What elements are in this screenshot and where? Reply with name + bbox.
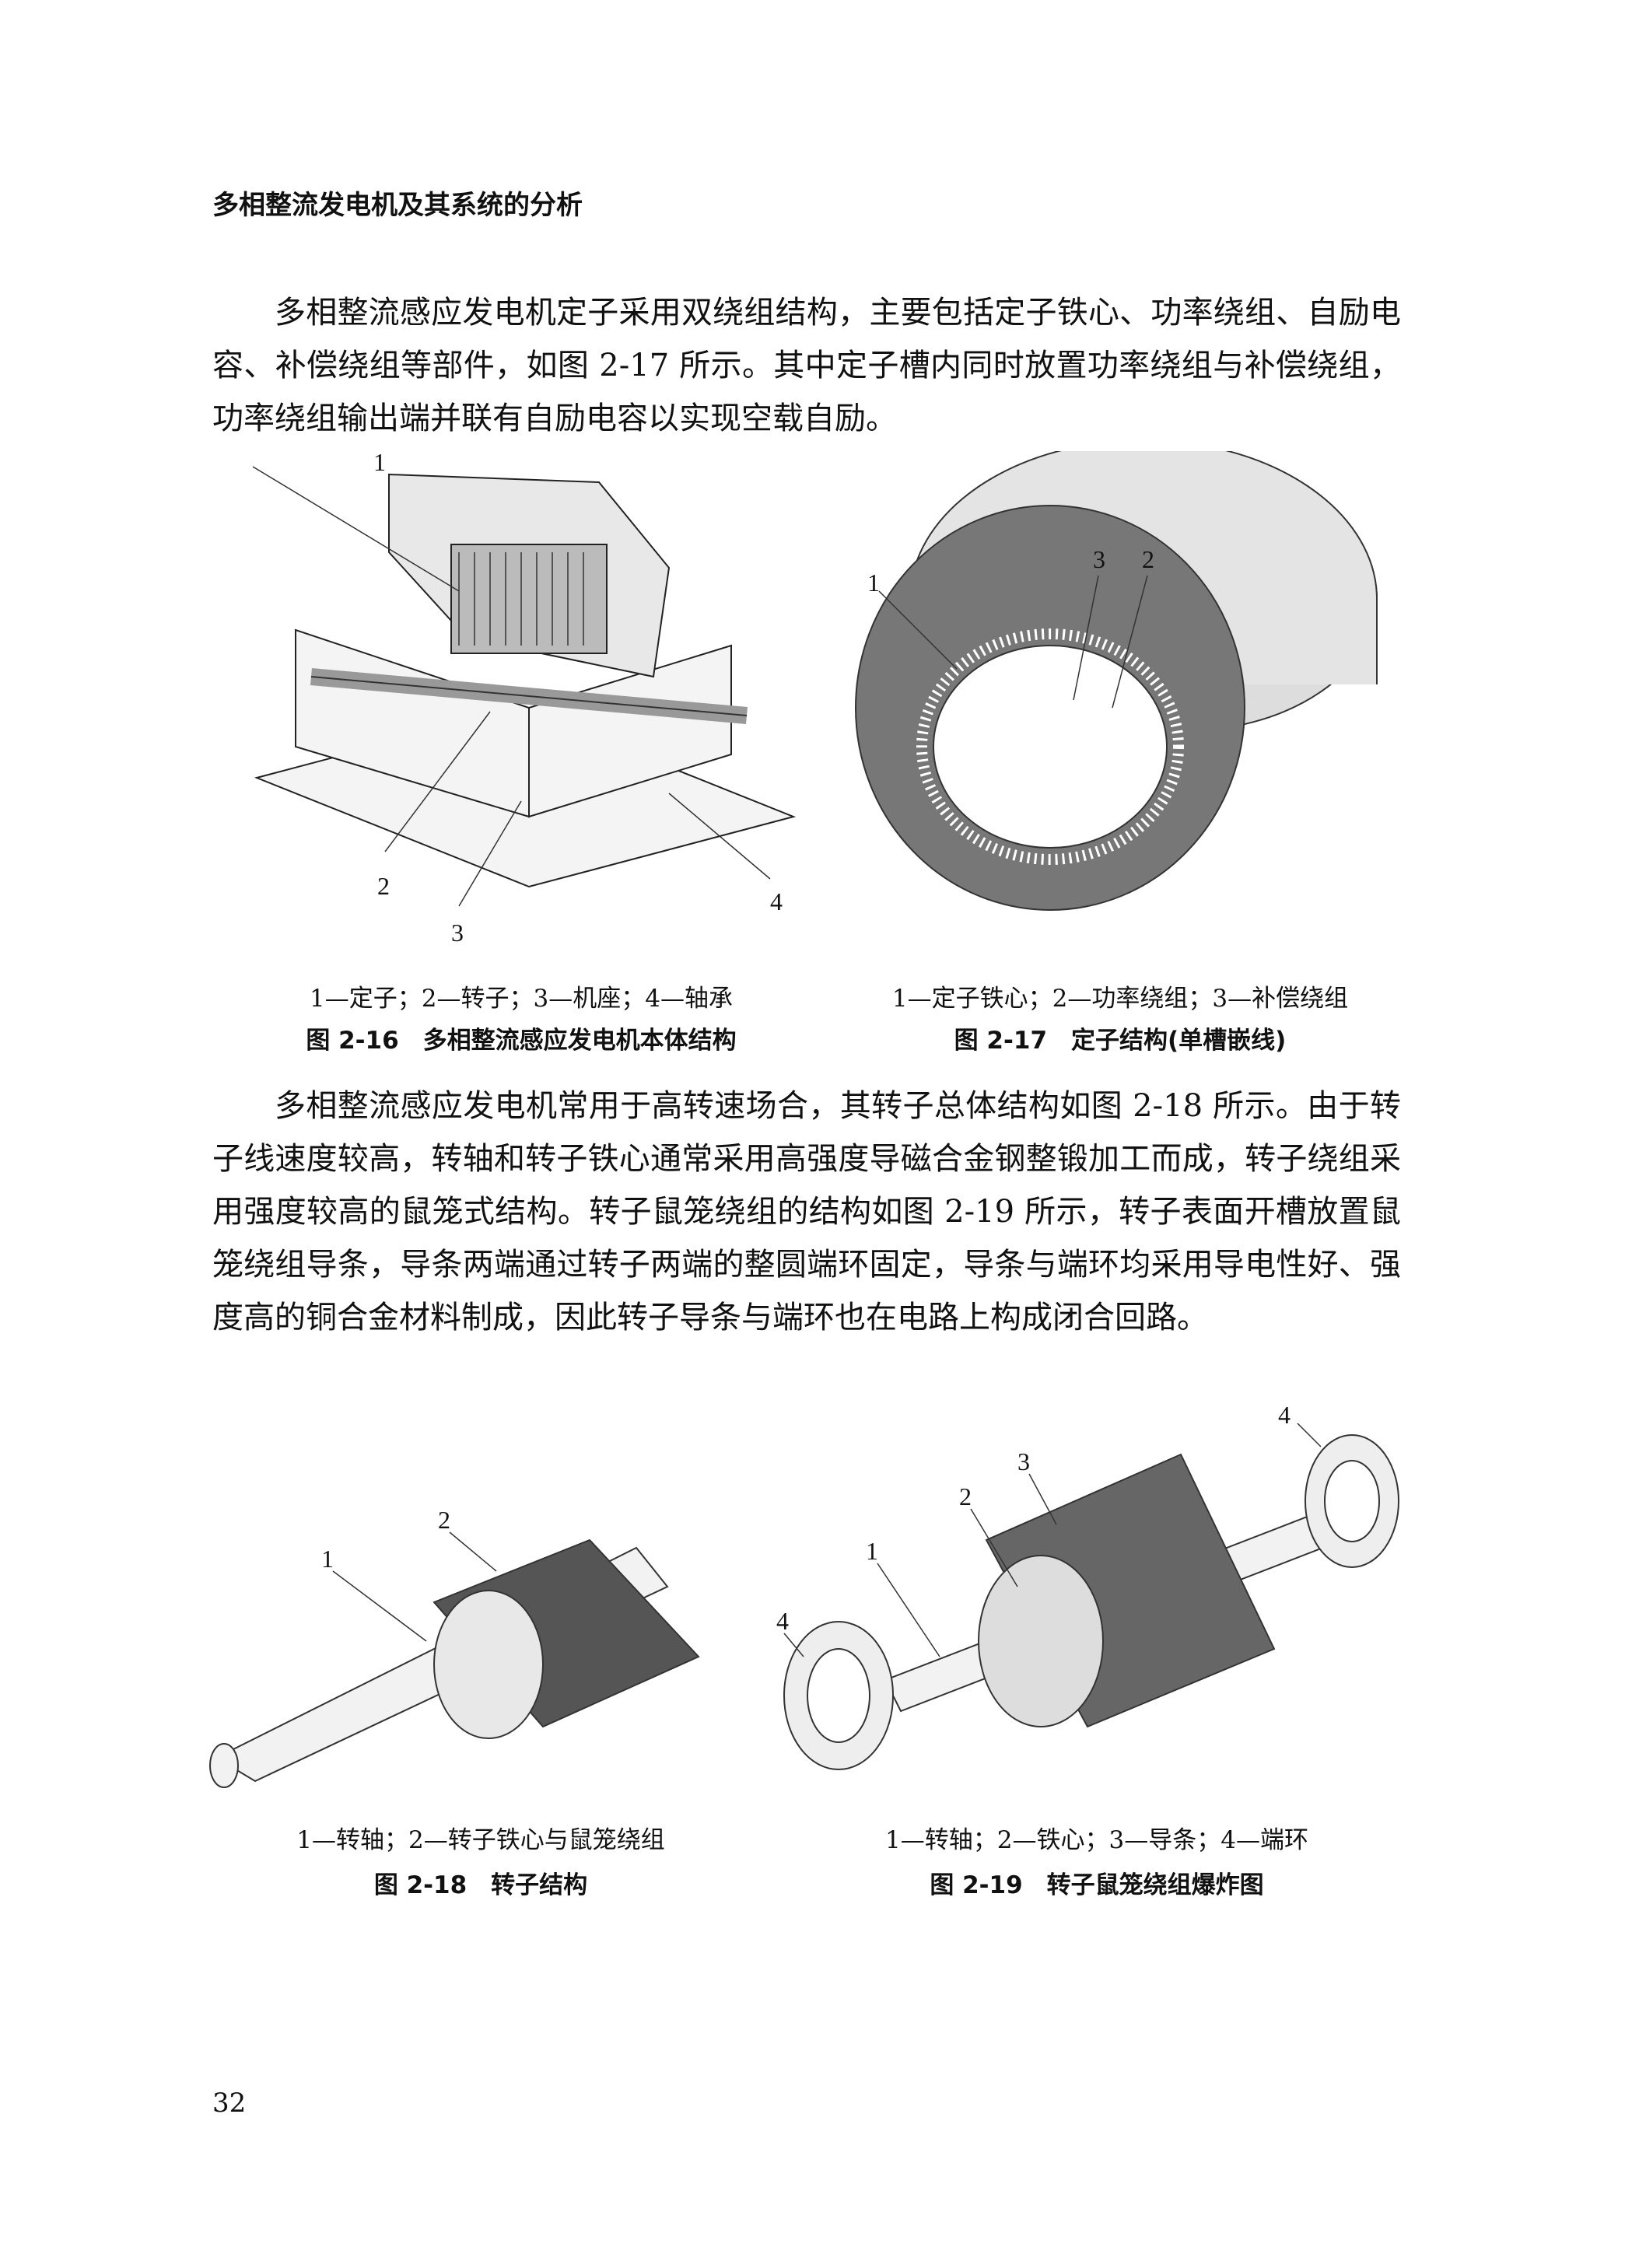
label-4: 4 [770,887,783,915]
figure-2-16-legend: 1—定子；2—转子；3—机座；4—轴承 [310,985,733,1013]
figure-2-17-title: 图 2-17 定子结构(单槽嵌线) [954,1027,1287,1055]
paragraph-text: 多相整流感应发电机定子采用双绕组结构，主要包括定子铁心、功率绕组、自励电容、补偿… [212,295,1401,436]
label-2: 2 [1142,545,1154,573]
paragraph-2: 多相整流感应发电机常用于高转速场合，其转子总体结构如图 2-18 所示。由于转子… [212,1080,1401,1344]
label-1: 1 [373,451,386,476]
label-4-right: 4 [1278,1401,1291,1429]
paragraph-1: 多相整流感应发电机定子采用双绕组结构，主要包括定子铁心、功率绕组、自励电容、补偿… [212,286,1401,445]
label-3: 3 [1017,1447,1030,1475]
label-2: 2 [438,1506,450,1534]
label-3: 3 [451,919,464,947]
label-2: 2 [377,872,390,900]
figure-2-19-legend: 1—转轴；2—铁心；3—导条；4—端环 [885,1826,1308,1854]
label-3: 3 [1093,545,1105,573]
figure-2-18-illustration: 1 2 [209,1506,700,1788]
label-1: 1 [867,569,880,597]
page-number: 32 [212,2088,247,2119]
figure-2-18-legend: 1—转轴；2—转子铁心与鼠笼绕组 [296,1826,665,1854]
label-2: 2 [959,1482,972,1510]
label-4-left: 4 [776,1607,789,1635]
label-1: 1 [866,1537,878,1565]
paragraph-text: 多相整流感应发电机常用于高转速场合，其转子总体结构如图 2-18 所示。由于转子… [212,1088,1401,1335]
figure-2-18-title: 图 2-18 转子结构 [373,1871,588,1899]
figure-2-16-illustration: 2 1 3 4 [252,451,797,947]
figure-2-17-illustration: 1 2 3 [855,451,1378,911]
figure-2-19-illustration: 1 2 3 4 4 [776,1401,1399,1770]
figure-2-16-title: 图 2-16 多相整流感应发电机本体结构 [306,1027,737,1055]
label-1: 1 [321,1545,334,1573]
figure-2-19-title: 图 2-19 转子鼠笼绕组爆炸图 [930,1871,1264,1899]
running-header: 多相整流发电机及其系统的分析 [212,190,583,221]
figure-2-17-legend: 1—定子铁心；2—功率绕组；3—补偿绕组 [891,985,1349,1013]
